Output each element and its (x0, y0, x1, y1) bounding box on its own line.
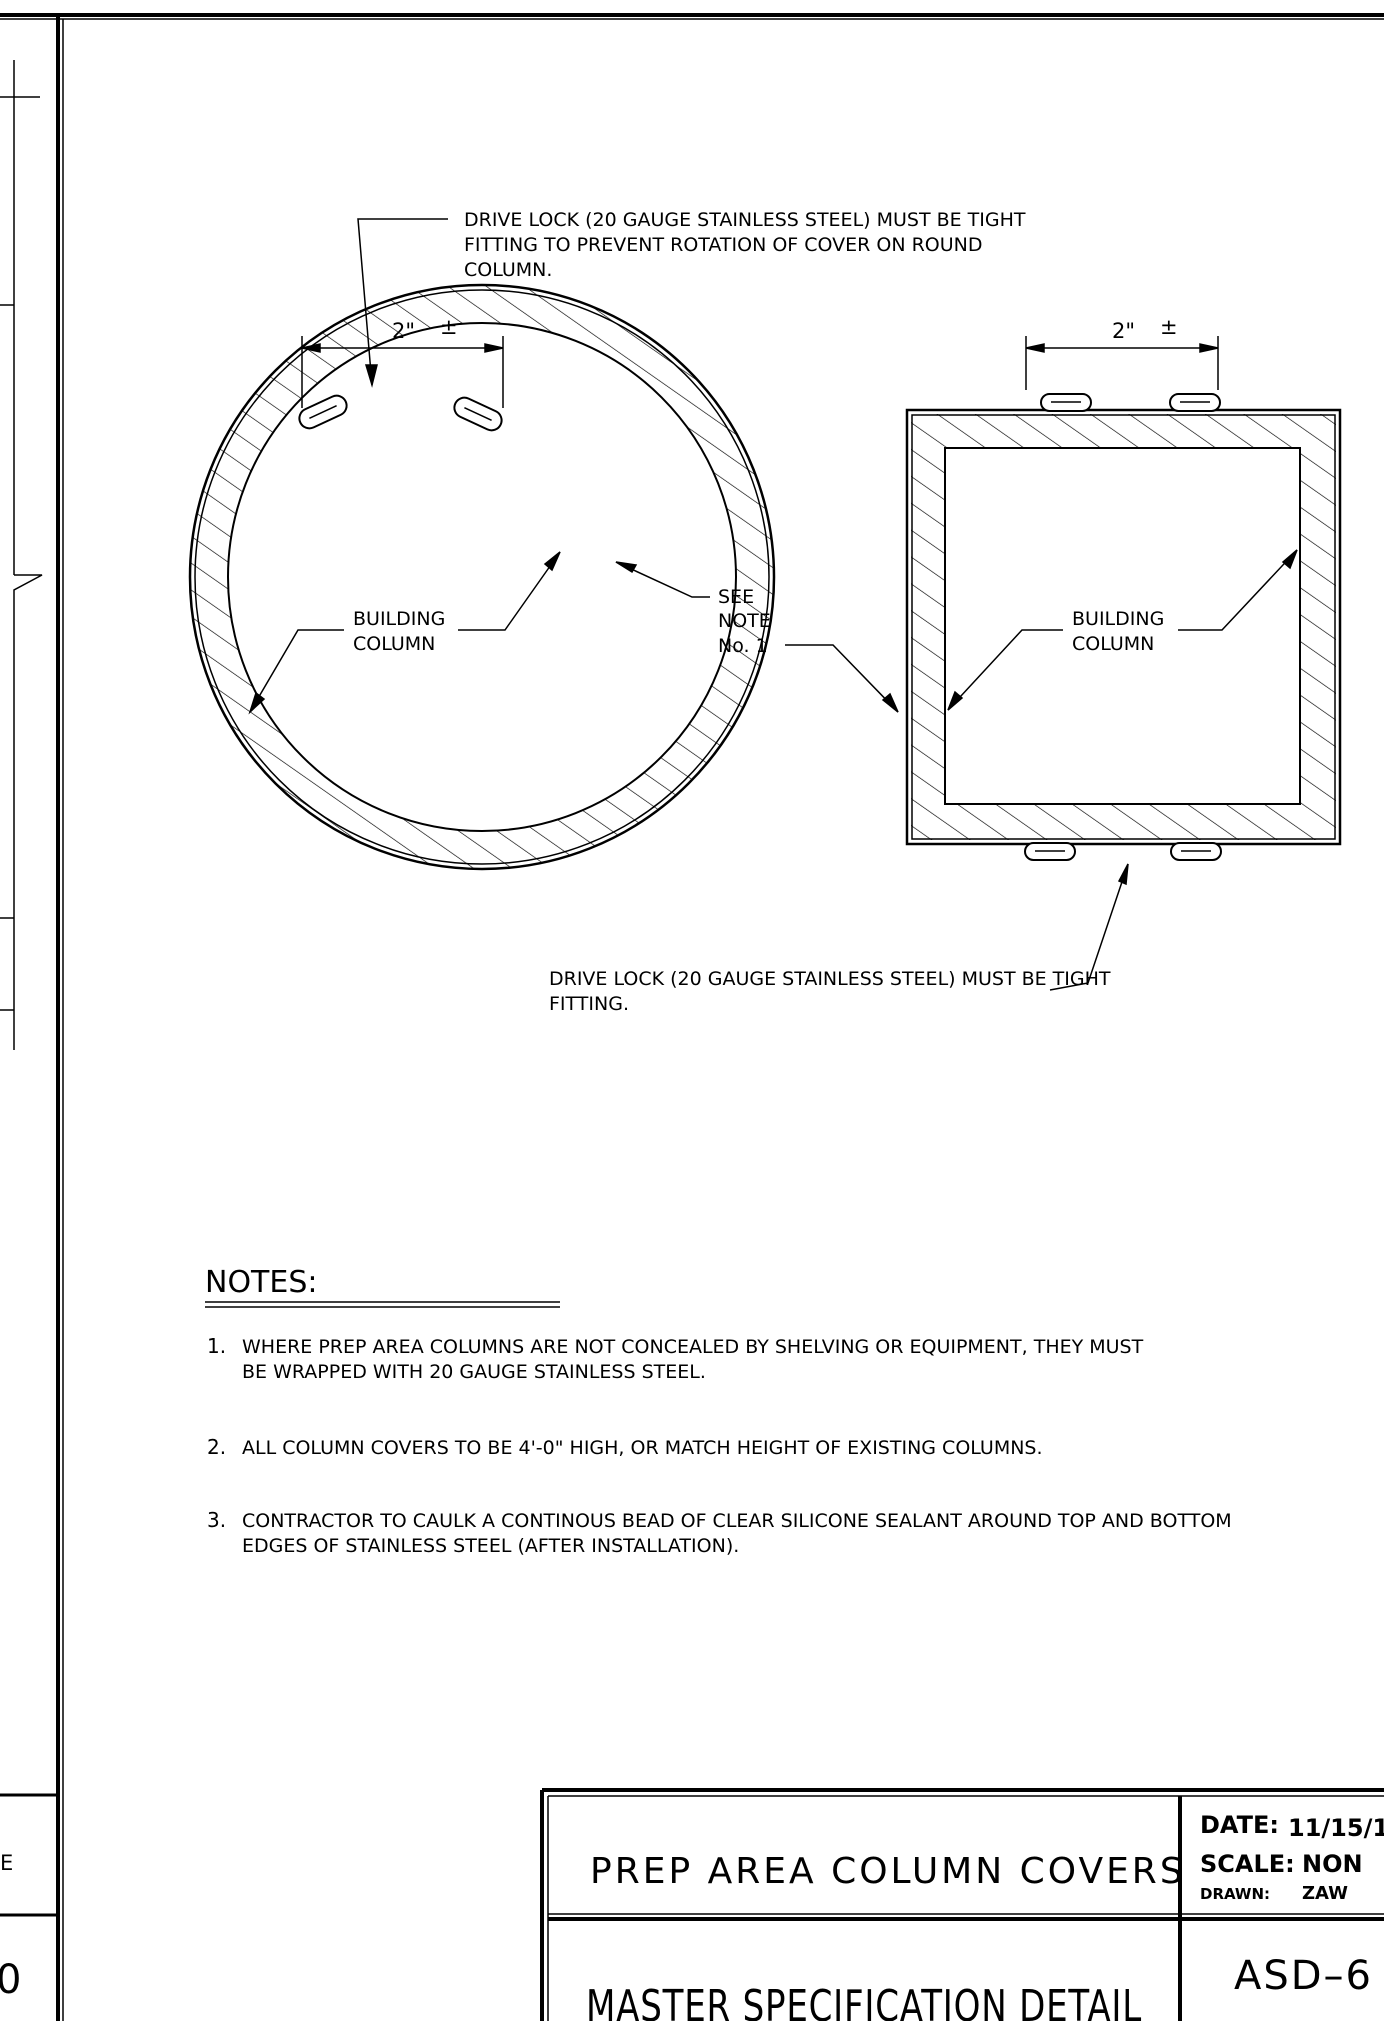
square-cover-outer (905, 408, 1342, 846)
bottom-drive-lock-note: DRIVE LOCK (20 GAUGE STAINLESS STEEL) MU… (549, 968, 1117, 1015)
round-cover-sheet (194, 289, 770, 865)
round-column-face (227, 322, 737, 832)
title-block (540, 1788, 1384, 2021)
top-drive-lock-leader (357, 218, 448, 388)
square-drive-lock-top (1040, 393, 1221, 412)
square-column-detail: 2" ± BUILDING COLUMN (905, 315, 1342, 991)
scale-value: NON (1302, 1850, 1363, 1878)
note-1-text: WHERE PREP AREA COLUMNS ARE NOT CONCEALE… (242, 1336, 1149, 1383)
square-drive-lock-bottom (1024, 842, 1222, 861)
drawing-title: PREP AREA COLUMN COVERS (590, 1851, 1186, 1892)
notes-heading: NOTES: (205, 1265, 318, 1300)
bottom-drive-lock-leader (1049, 863, 1129, 991)
note-2-number: 2. (207, 1435, 226, 1459)
square-dimension (1025, 336, 1219, 390)
square-dimension-tolerance: ± (1160, 315, 1178, 339)
drawn-value: ZAW (1302, 1883, 1348, 1904)
square-cover-sheet (911, 414, 1336, 840)
drawn-label: DRAWN: (1200, 1885, 1270, 1903)
see-note-leaders (615, 561, 899, 713)
date-value: 11/15/1 (1288, 1814, 1384, 1842)
round-cover-hatch (189, 284, 774, 870)
square-dimension-value: 2" (1112, 319, 1135, 343)
square-building-column-leaders (947, 549, 1298, 711)
top-drive-lock-note: DRIVE LOCK (20 GAUGE STAINLESS STEEL) MU… (464, 209, 1032, 281)
square-building-column-label: BUILDING COLUMN (1072, 608, 1170, 655)
drawing-subtitle: MASTER SPECIFICATION DETAIL (586, 1981, 1142, 2021)
note-3-text: CONTRACTOR TO CAULK A CONTINOUS BEAD OF … (242, 1510, 1238, 1557)
round-building-column-label: BUILDING COLUMN (353, 608, 451, 655)
note-2-text: ALL COLUMN COVERS TO BE 4'-0" HIGH, OR M… (242, 1437, 1043, 1459)
left-margin-fragments (0, 60, 58, 1917)
round-dimension-tolerance: ± (440, 315, 458, 339)
scale-label: SCALE: (1200, 1850, 1295, 1878)
round-column-detail: 2" ± BUILDING COLUMN (188, 218, 776, 871)
left-fragment-lower: 0 (0, 1957, 23, 2003)
note-3-number: 3. (207, 1508, 226, 1532)
round-drive-lock-left (298, 394, 348, 430)
round-building-column-leaders (248, 551, 561, 715)
see-note-label: SEE NOTE No. 1 (718, 586, 777, 657)
sheet-number: ASD–6 (1234, 1953, 1373, 1999)
note-1-number: 1. (207, 1334, 226, 1358)
square-column-face (944, 447, 1301, 805)
round-dimension (301, 336, 504, 408)
sheet-border (0, 13, 1384, 2021)
round-cover-outer (188, 283, 776, 871)
notes-section: NOTES: 1. WHERE PREP AREA COLUMNS ARE NO… (205, 1265, 1238, 1557)
round-drive-lock-right (453, 396, 503, 432)
date-label: DATE: (1200, 1811, 1279, 1839)
left-fragment-upper: E (0, 1851, 13, 1875)
round-dimension-value: 2" (392, 319, 415, 343)
